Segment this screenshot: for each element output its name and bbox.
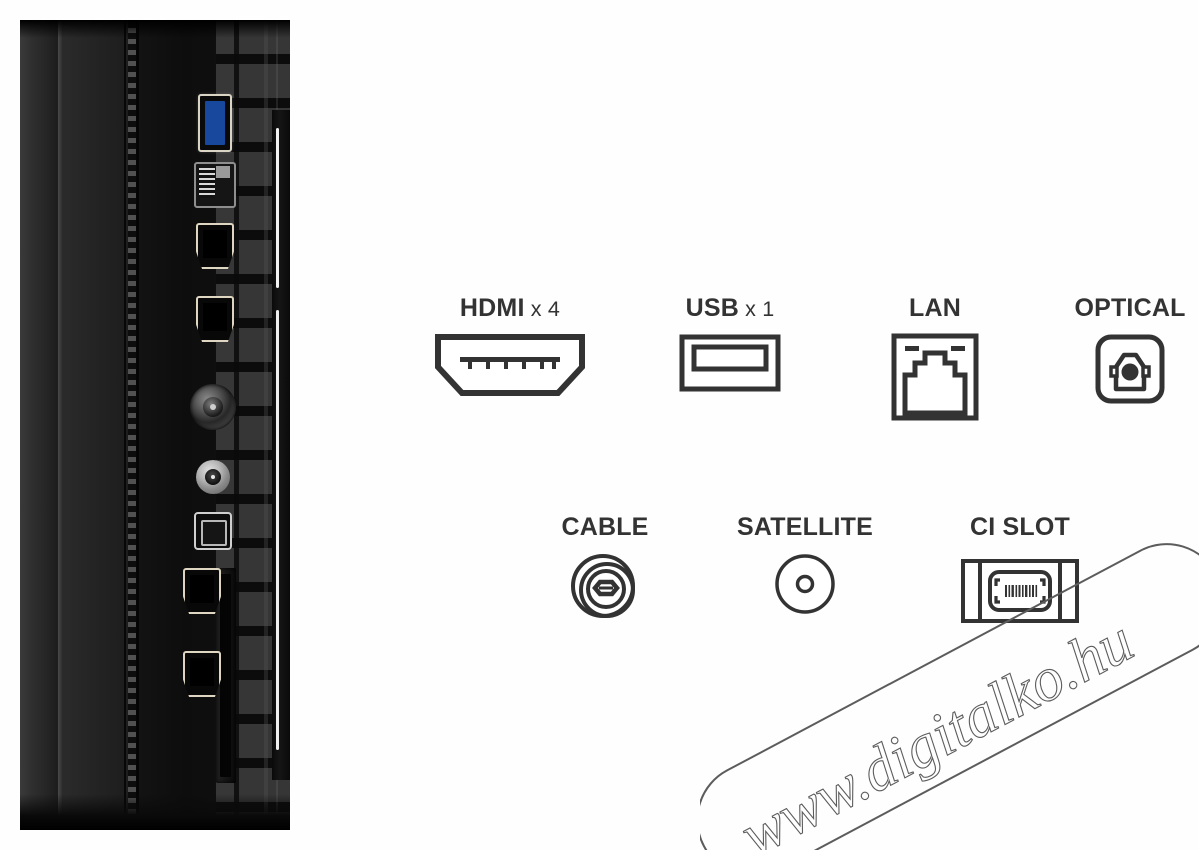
hdmi-port-icon: [400, 333, 620, 397]
tv-port-hdmi-4: [183, 651, 221, 697]
legend-label-optical-text: OPTICAL: [1074, 294, 1186, 322]
tv-port-hdmi-3: [183, 568, 221, 614]
lan-port-icon: [845, 333, 1025, 421]
legend-label-hdmi: HDMI x 4: [400, 294, 620, 323]
ci-slot-icon: [920, 552, 1120, 630]
tv-rib-line-1: [234, 20, 239, 830]
tv-port-satellite: [196, 460, 230, 494]
tv-vent-edge: [136, 20, 139, 830]
legend-label-usb-multiplier: x 1: [738, 297, 775, 321]
legend-label-ci-slot: CI SLOT: [920, 513, 1120, 542]
tv-port-usb3: [198, 94, 232, 152]
tv-stand-gap-lower: [276, 310, 279, 750]
tv-port-hdmi-1: [196, 223, 234, 269]
tv-side-panel-photo: [20, 20, 290, 830]
usb-port-icon: [630, 333, 830, 393]
legend-label-cable: CABLE: [510, 513, 700, 542]
legend-item-optical: OPTICAL: [1030, 294, 1199, 405]
legend-item-lan: LAN: [845, 294, 1025, 421]
coaxial-port-icon: [510, 552, 700, 624]
legend-label-usb: USB x 1: [630, 294, 830, 323]
legend-label-optical: OPTICAL: [1030, 294, 1199, 323]
tv-port-cable: [190, 384, 236, 430]
tv-stand-gap-upper: [276, 128, 279, 288]
legend-item-satellite: SATELLITE: [700, 513, 910, 616]
legend-item-ci-slot: CI SLOT: [920, 513, 1120, 630]
legend-label-lan-text: LAN: [909, 294, 961, 322]
legend-item-usb: USB x 1: [630, 294, 830, 393]
legend-label-hdmi-text: HDMI: [459, 294, 525, 322]
tv-bezel-highlight: [58, 20, 62, 830]
tv-panel-face: [62, 20, 128, 830]
tv-bezel: [20, 20, 60, 830]
tv-bottom-shadow: [20, 794, 290, 830]
tv-port-hdmi-2: [196, 296, 234, 342]
legend-item-hdmi: HDMI x 4: [400, 294, 620, 397]
tv-port-ci-slot: [216, 568, 236, 783]
legend-label-usb-text: USB: [685, 294, 739, 322]
legend-label-lan: LAN: [845, 294, 1025, 323]
tv-rib-line-2: [264, 20, 268, 830]
tv-port-optical: [194, 512, 232, 550]
tv-top-shadow: [20, 20, 290, 38]
tv-panel-seam: [124, 20, 126, 830]
legend-label-cable-text: CABLE: [561, 513, 649, 541]
tv-port-lan: [194, 162, 236, 208]
f-connector-icon: [700, 552, 910, 616]
legend-label-satellite-text: SATELLITE: [736, 513, 874, 541]
connectivity-legend: HDMI x 4 USB x 1 LAN: [300, 0, 1199, 850]
legend-label-ci-slot-text: CI SLOT: [969, 513, 1070, 541]
optical-port-icon: [1030, 333, 1199, 405]
legend-label-hdmi-multiplier: x 4: [524, 297, 561, 321]
legend-item-cable: CABLE: [510, 513, 700, 624]
tv-stand-bracket: [272, 110, 290, 780]
tv-vent-strip: [128, 28, 136, 822]
legend-label-satellite: SATELLITE: [700, 513, 910, 542]
